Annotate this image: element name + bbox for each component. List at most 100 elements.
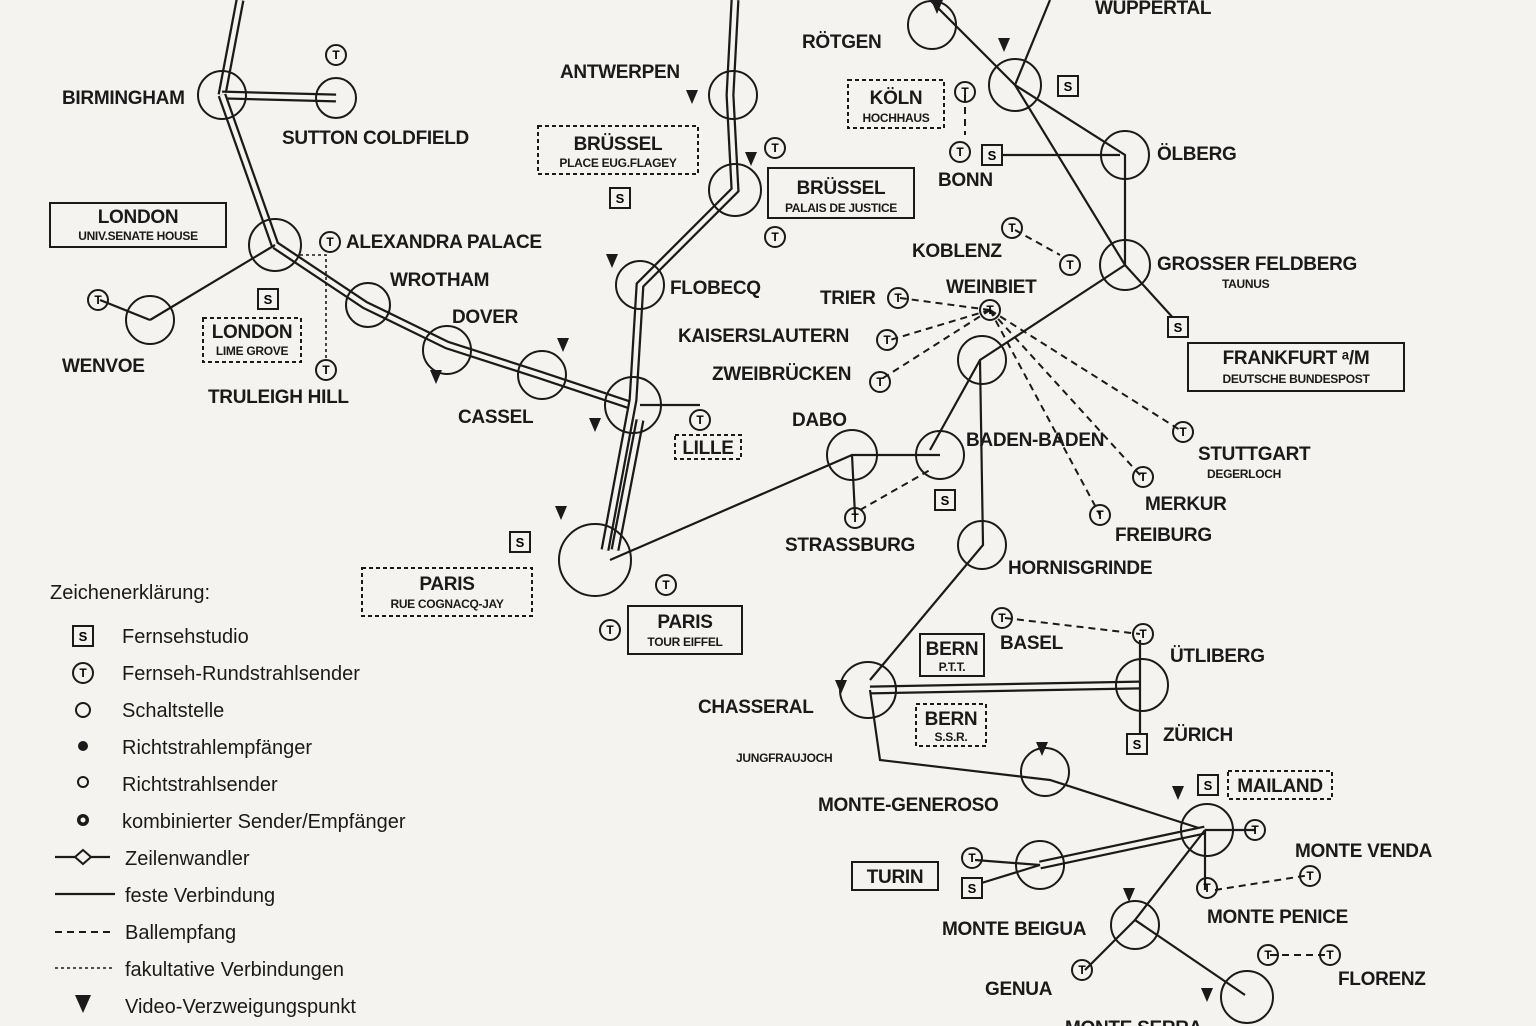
box-frankfurt: FRANKFURT ᵃ/M DEUTSCHE BUNDESPOST bbox=[1187, 342, 1405, 392]
svg-text:T: T bbox=[1096, 508, 1104, 522]
svg-text:T: T bbox=[1066, 258, 1074, 272]
label-jungfraujoch: JUNGFRAUJOCH bbox=[736, 751, 832, 765]
transmitter-icons: T T T T T T T T T T T T T T T T T T T T … bbox=[87, 44, 1341, 981]
svg-text:LONDON: LONDON bbox=[212, 322, 293, 343]
svg-text:FRANKFURT ᵃ/M: FRANKFURT ᵃ/M bbox=[1223, 348, 1370, 369]
video-branch-icons bbox=[430, 0, 1213, 1002]
label-degerloch: DEGERLOCH bbox=[1207, 467, 1281, 481]
svg-text:T: T bbox=[851, 511, 859, 525]
box-bern-ssr: BERN S.S.R. bbox=[915, 703, 987, 747]
svg-text:S: S bbox=[988, 148, 997, 163]
box-koln: KÖLN HOCHHAUS bbox=[847, 79, 945, 129]
svg-text:T: T bbox=[1078, 963, 1086, 977]
legend-item-label: Ballempfang bbox=[125, 922, 236, 944]
svg-text:T: T bbox=[956, 145, 964, 159]
svg-text:T: T bbox=[968, 851, 976, 865]
svg-text:UNIV.SENATE HOUSE: UNIV.SENATE HOUSE bbox=[78, 229, 198, 243]
legend-item-label: fakultative Verbindungen bbox=[125, 959, 344, 981]
label-truleigh-hill: TRULEIGH HILL bbox=[208, 387, 349, 408]
svg-text:T: T bbox=[94, 293, 102, 307]
svg-text:T: T bbox=[1139, 627, 1147, 641]
svg-text:LONDON: LONDON bbox=[98, 207, 179, 228]
box-paris-eiffel: PARIS TOUR EIFFEL bbox=[627, 605, 743, 655]
label-zurich: ZÜRICH bbox=[1163, 725, 1233, 746]
network-nodes bbox=[125, 0, 1274, 1024]
label-koblenz: KOBLENZ bbox=[912, 241, 1002, 262]
label-monte-penice: MONTE PENICE bbox=[1207, 907, 1348, 928]
svg-text:T: T bbox=[1326, 948, 1334, 962]
label-wenvoe: WENVOE bbox=[62, 356, 145, 377]
studio-icons: S S S S S S S S S S bbox=[257, 75, 1219, 899]
svg-text:T: T bbox=[771, 230, 779, 244]
box-london-lime: LONDON LIME GROVE bbox=[202, 317, 302, 363]
label-chasseral: CHASSERAL bbox=[698, 697, 814, 718]
legend-item-label: feste Verbindung bbox=[125, 885, 275, 907]
svg-text:PLACE EUG.FLAGEY: PLACE EUG.FLAGEY bbox=[559, 156, 677, 170]
legend-item-label: Zeilenwandler bbox=[125, 848, 250, 870]
svg-text:MAILAND: MAILAND bbox=[1237, 776, 1323, 797]
legend-item-label: Video-Verzweigungspunkt bbox=[125, 996, 356, 1018]
svg-text:T: T bbox=[894, 291, 902, 305]
box-paris-cognacq: PARIS RUE COGNACQ-JAY bbox=[361, 567, 533, 617]
svg-text:T: T bbox=[998, 611, 1006, 625]
label-monte-beigua: MONTE BEIGUA bbox=[942, 919, 1087, 940]
svg-text:T: T bbox=[322, 363, 330, 377]
svg-text:BRÜSSEL: BRÜSSEL bbox=[574, 134, 663, 155]
relay-transmitter-icon bbox=[77, 776, 89, 788]
box-brussel-flagey: BRÜSSEL PLACE EUG.FLAGEY bbox=[537, 125, 699, 175]
legend-item-label: kombinierter Sender/Empfänger bbox=[122, 811, 406, 833]
label-hornisgrinde: HORNISGRINDE bbox=[1008, 558, 1152, 579]
label-weinbiet: WEINBIET bbox=[946, 277, 1037, 298]
svg-text:T: T bbox=[986, 303, 994, 317]
legend-item-label: Richtstrahlsender bbox=[122, 774, 278, 796]
label-olberg: ÖLBERG bbox=[1157, 144, 1236, 165]
label-rotgen: RÖTGEN bbox=[802, 32, 881, 53]
label-utliberg: ÜTLIBERG bbox=[1170, 646, 1265, 667]
svg-text:S: S bbox=[264, 292, 273, 307]
svg-text:KÖLN: KÖLN bbox=[870, 88, 923, 109]
box-lille: LILLE bbox=[674, 434, 742, 460]
label-sutton-coldfield: SUTTON COLDFIELD bbox=[282, 128, 469, 149]
label-freiburg: FREIBURG bbox=[1115, 525, 1212, 546]
label-cassel: CASSEL bbox=[458, 407, 534, 428]
transmitter-icon: T bbox=[72, 662, 94, 684]
svg-text:DEUTSCHE BUNDESPOST: DEUTSCHE BUNDESPOST bbox=[1223, 372, 1371, 386]
svg-text:T: T bbox=[79, 666, 87, 680]
svg-text:BRÜSSEL: BRÜSSEL bbox=[797, 178, 886, 199]
svg-text:T: T bbox=[326, 235, 334, 249]
studio-boxes: KÖLN HOCHHAUS BRÜSSEL PLACE EUG.FLAGEY B… bbox=[49, 79, 1405, 891]
label-alexandra-palace: ALEXANDRA PALACE bbox=[346, 232, 542, 253]
svg-text:S.S.R.: S.S.R. bbox=[935, 730, 968, 744]
label-genua: GENUA bbox=[985, 979, 1053, 1000]
label-strassburg: STRASSBURG bbox=[785, 535, 915, 556]
combined-icon bbox=[77, 814, 89, 826]
label-merkur: MERKUR bbox=[1145, 494, 1227, 515]
svg-text:T: T bbox=[876, 375, 884, 389]
svg-text:T: T bbox=[1251, 823, 1259, 837]
svg-text:LIME GROVE: LIME GROVE bbox=[216, 344, 289, 358]
svg-text:T: T bbox=[696, 413, 704, 427]
label-monte-generoso: MONTE-GENEROSO bbox=[818, 795, 999, 816]
svg-text:LILLE: LILLE bbox=[682, 438, 733, 459]
label-monte-serra: MONTE SERRA bbox=[1065, 1018, 1203, 1026]
svg-text:T: T bbox=[606, 623, 614, 637]
label-birmingham: BIRMINGHAM bbox=[62, 88, 185, 109]
label-bonn: BONN bbox=[938, 170, 993, 191]
studio-icon: S bbox=[72, 625, 94, 647]
label-baden-baden: BADEN-BADEN bbox=[966, 430, 1104, 451]
switching-point-icon bbox=[75, 702, 91, 718]
svg-text:S: S bbox=[616, 191, 625, 206]
legend-item-label: Schaltstelle bbox=[122, 700, 224, 722]
svg-text:T: T bbox=[1179, 425, 1187, 439]
label-zweibrucken: ZWEIBRÜCKEN bbox=[712, 364, 851, 385]
legend-item-label: Fernsehstudio bbox=[122, 626, 249, 648]
relay-receiver-icon bbox=[78, 741, 88, 751]
svg-text:S: S bbox=[968, 881, 977, 896]
line-converter-icon bbox=[55, 848, 110, 866]
box-brussel-justice: BRÜSSEL PALAIS DE JUSTICE bbox=[767, 167, 915, 219]
svg-text:T: T bbox=[961, 85, 969, 99]
label-wrotham: WROTHAM bbox=[390, 270, 489, 291]
legend-title: Zeichenerklärung: bbox=[50, 582, 210, 604]
svg-text:T: T bbox=[1139, 470, 1147, 484]
box-bern-ptt: BERN P.T.T. bbox=[919, 633, 985, 677]
